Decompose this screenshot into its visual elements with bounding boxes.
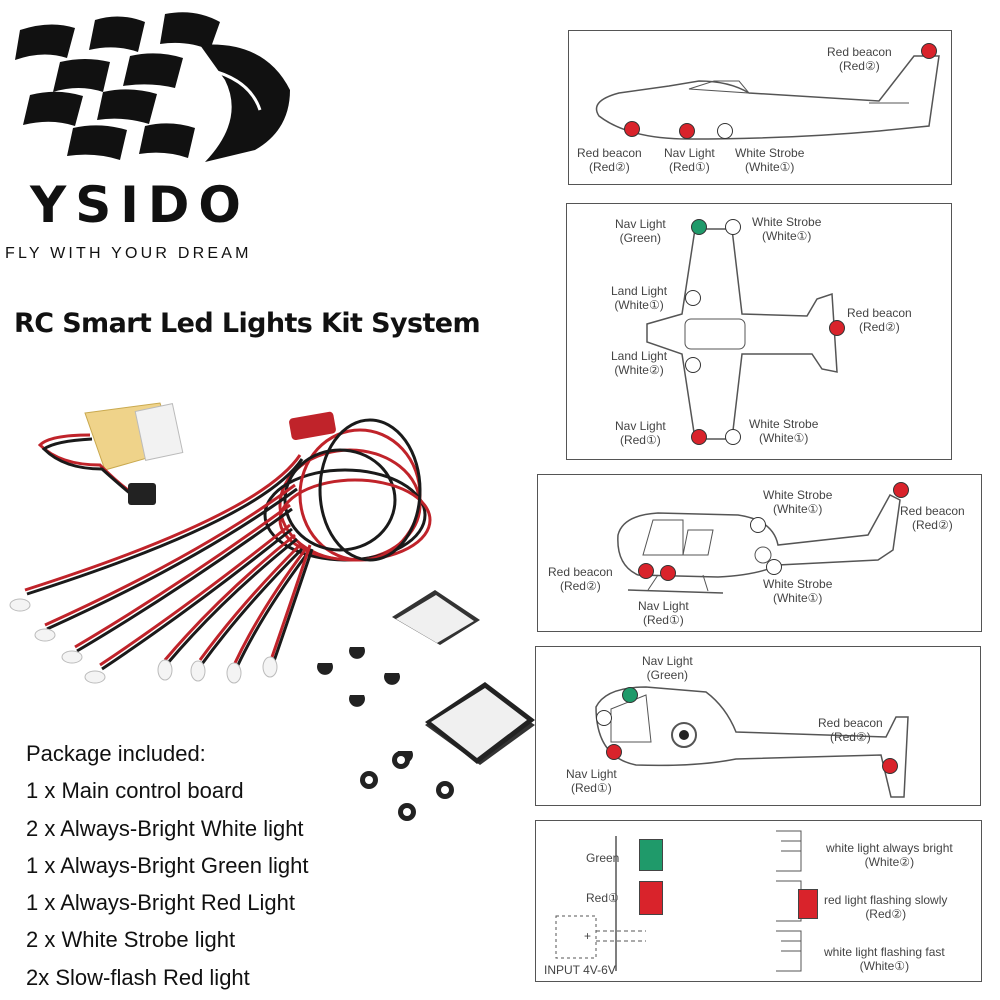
- label-red-beacon: Red beacon(Red②): [847, 306, 912, 334]
- led-white-strobe-icon: [717, 123, 733, 139]
- led-red-beacon-icon: [829, 320, 845, 336]
- led-white-icon: [596, 710, 612, 726]
- package-item: 2 x White Strobe light: [26, 927, 236, 953]
- plane-side-outline-icon: [595, 55, 940, 140]
- led-red-tail-beacon-icon: [893, 482, 909, 498]
- label-out-red-slow: red light flashing slowly(Red②): [824, 893, 948, 921]
- led-white-strobe-top-icon: [725, 219, 741, 235]
- red-output-swatch: [639, 881, 663, 915]
- led-red-nav-icon: [606, 744, 622, 760]
- led-white-strobe-bottom-icon: [725, 429, 741, 445]
- label-red-beacon: Red beacon(Red②): [818, 716, 883, 744]
- label-nose-beacon: Red beacon(Red②): [577, 146, 642, 174]
- label-nav-light: Nav Light(Red①): [664, 146, 715, 174]
- led-red-tail-icon: [921, 43, 937, 59]
- led-white-land2-icon: [685, 357, 701, 373]
- led-red-beacon-icon: [882, 758, 898, 774]
- led-white-strobe-bottom-icon: [766, 559, 782, 575]
- label-nav-light: Nav Light(Red①): [638, 599, 689, 627]
- brand-logo-flag-icon: [15, 12, 290, 162]
- mounting-clips-icon: [360, 751, 454, 821]
- label-green: Green: [586, 851, 620, 865]
- label-land-light-2: Land Light(White②): [611, 349, 668, 377]
- package-list: Package included: 1 x Main control board…: [26, 735, 308, 996]
- label-plus: +: [584, 929, 592, 943]
- adhesive-pad-icon: [425, 682, 535, 764]
- diagram-control-board: Green Red① + INPUT 4V-6V white light alw…: [535, 820, 982, 982]
- package-item: 1 x Main control board: [26, 778, 244, 804]
- board-wiring-icon: [555, 830, 802, 972]
- label-input-voltage: INPUT 4V-6V: [544, 963, 616, 977]
- label-tail-beacon: Red beacon(Red②): [827, 45, 892, 73]
- diagram-heli-front: Nav Light(Green) Red beacon(Red②) Nav Li…: [535, 646, 981, 806]
- label-tail-beacon: Red beacon(Red②): [900, 504, 965, 532]
- led-red-nav-icon: [679, 123, 695, 139]
- led-white-strobe-top-icon: [750, 517, 766, 533]
- package-item: 1 x Always-Bright Red Light: [26, 890, 296, 916]
- package-title: Package included:: [26, 741, 206, 766]
- label-strobe-bottom: White Strobe(White①): [763, 577, 833, 605]
- led-green-nav-icon: [691, 219, 707, 235]
- label-out-white-fast: white light flashing fast(White①): [824, 945, 945, 973]
- label-strobe-top: White Strobe(White①): [752, 215, 822, 243]
- label-nav-green: Nav Light(Green): [615, 217, 666, 245]
- product-headline: RC Smart Led Lights Kit System: [14, 308, 481, 339]
- package-item: 2x Slow-flash Red light: [26, 964, 250, 990]
- plane-top-outline-icon: [646, 228, 838, 440]
- led-red-beacon-icon: [638, 563, 654, 579]
- label-land-light-1: Land Light(White①): [611, 284, 668, 312]
- led-white-land1-icon: [685, 290, 701, 306]
- label-white-strobe: White Strobe(White①): [735, 146, 805, 174]
- label-red-beacon: Red beacon(Red②): [548, 565, 613, 593]
- green-output-swatch: [639, 839, 663, 871]
- brand-name: YSIDO: [30, 176, 250, 234]
- red-flash-swatch: [798, 889, 818, 919]
- led-red-nose-icon: [624, 121, 640, 137]
- label-nav-red: Nav Light(Red①): [615, 419, 666, 447]
- label-nav-green: Nav Light(Green): [642, 654, 693, 682]
- led-green-nav-icon: [622, 687, 638, 703]
- label-strobe-top: White Strobe(White①): [763, 488, 833, 516]
- label-strobe-bottom: White Strobe(White①): [749, 417, 819, 445]
- label-nav-red: Nav Light(Red①): [566, 767, 617, 795]
- diagram-plane-side: Red beacon(Red②) Red beacon(Red②) Nav Li…: [568, 30, 952, 185]
- label-out-white-bright: white light always bright(White②): [826, 841, 953, 869]
- led-red-nav-icon: [691, 429, 707, 445]
- package-item: 2 x Always-Bright White light: [26, 815, 304, 841]
- package-item: 1 x Always-Bright Green light: [26, 852, 309, 878]
- label-red: Red①: [586, 891, 619, 905]
- led-red-nav-icon: [660, 565, 676, 581]
- diagram-plane-top: Nav Light(Green) White Strobe(White①) La…: [566, 203, 952, 460]
- brand-tagline: FLY WITH YOUR DREAM: [5, 245, 252, 262]
- heli-side-outline-icon: [617, 494, 901, 594]
- diagram-heli-side: White Strobe(White①) Red beacon(Red②) Re…: [537, 474, 982, 632]
